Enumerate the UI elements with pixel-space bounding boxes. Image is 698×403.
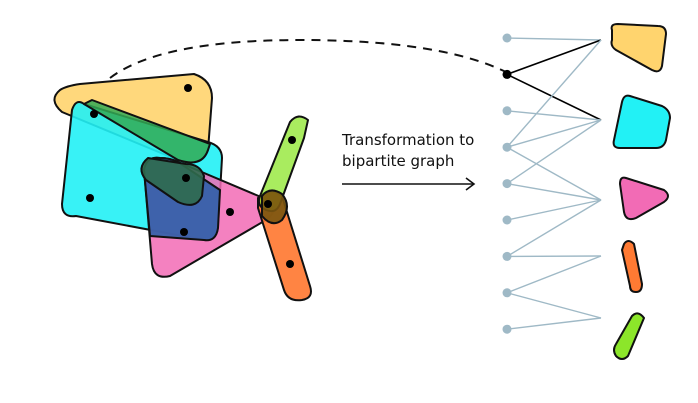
overlap-yellow-cyan (83, 99, 211, 164)
caption-line-1: Transformation to (342, 131, 475, 149)
bipartite-edge (506, 119, 602, 185)
overlap-pink-orange-green (261, 189, 288, 225)
vertex (226, 208, 234, 216)
dashed-connector (109, 38, 507, 79)
bipartite-edge (506, 110, 602, 121)
highlighted-vertex-node (502, 69, 512, 79)
vertex (264, 200, 272, 208)
vertex-node (502, 251, 512, 261)
hyperedge-node-pink (619, 176, 669, 221)
vertex (180, 228, 188, 236)
transformation-caption: Transformation to bipartite graph (342, 130, 474, 172)
transformation-arrow (342, 177, 476, 191)
vertex-node (502, 215, 512, 225)
overlap-yellow-cyan-pink (140, 157, 205, 206)
bipartite-edge (506, 39, 602, 148)
hyperedge-node-yellow (610, 23, 667, 73)
vertex-node (502, 324, 512, 334)
highlighted-edge (506, 39, 602, 76)
hyperedge-node-orange (621, 240, 643, 293)
vertex (184, 84, 192, 92)
hypergraph-vertices (86, 84, 296, 268)
bipartite-edge (506, 146, 602, 201)
vertex (90, 110, 98, 118)
vertex-node (502, 179, 512, 189)
vertex (86, 194, 94, 202)
bipartite-edge (506, 119, 602, 148)
vertex-node (502, 106, 512, 116)
bipartite-edge (506, 37, 602, 41)
hyperedge-node-green (613, 312, 645, 360)
bipartite-edge (506, 317, 602, 330)
bipartite-edge (506, 182, 602, 201)
hypergraph (53, 73, 312, 302)
hyperedge-node-cyan (612, 94, 671, 149)
caption-line-2: bipartite graph (342, 152, 455, 170)
vertex-node (502, 142, 512, 152)
vertex (286, 260, 294, 268)
bipartite-edge (506, 255, 602, 294)
vertex-node (502, 33, 512, 43)
bipartite-graph (502, 23, 671, 360)
vertex-node (502, 288, 512, 298)
bipartite-edge (506, 199, 602, 258)
highlighted-edge (506, 73, 602, 121)
bipartite-edge (506, 199, 602, 221)
vertex (182, 174, 190, 182)
vertex (288, 136, 296, 144)
bipartite-edge (506, 292, 602, 319)
